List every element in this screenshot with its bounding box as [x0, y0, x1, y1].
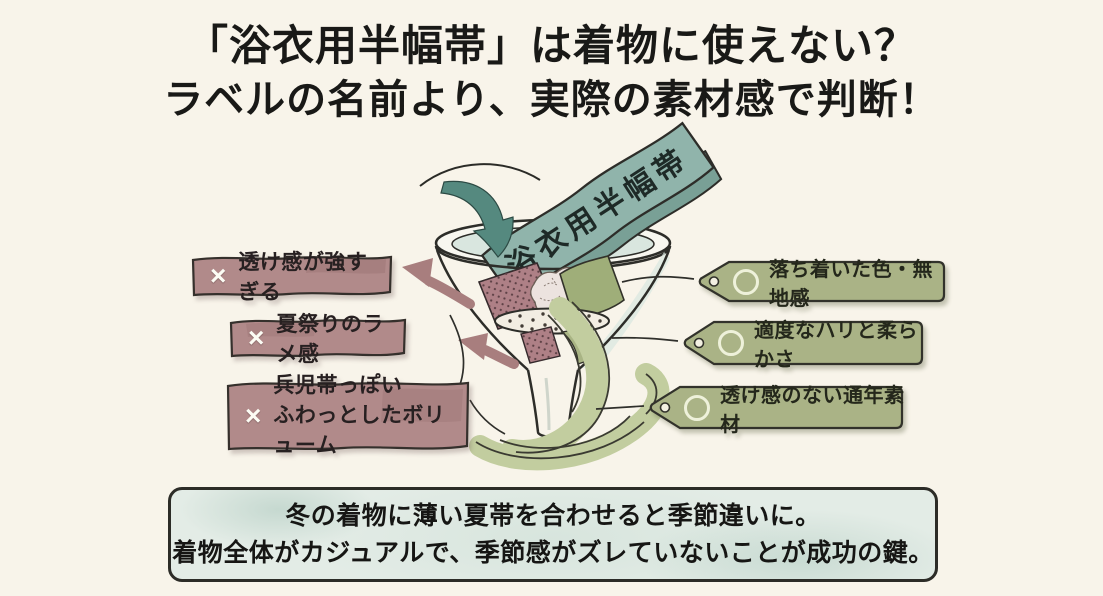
reject-label: 夏祭りのラメ感	[276, 313, 384, 366]
summary-line-1: 冬の着物に薄い夏帯を合わせると季節違いに。	[285, 501, 821, 530]
summary-line-2: 着物全体がカジュアルで、季節感がズレていないことが成功の鍵。	[172, 538, 934, 567]
accept-tag-2: 適度なハリと柔らかさ	[680, 319, 925, 371]
tag-hole-icon	[693, 337, 705, 349]
reject-ribbon-3: × 兵児帯っぽい ふわっとしたボリューム	[223, 374, 473, 457]
reject-label: 透け感が強すぎる	[238, 251, 368, 304]
reject-label-line2: ふわっとしたボリューム	[273, 404, 446, 457]
accept-label: 落ち着いた色・無地感	[769, 258, 933, 310]
ribbon-shape	[191, 255, 393, 297]
circle-icon	[733, 268, 759, 295]
ribbon-shape	[229, 318, 407, 358]
tag-shape	[698, 260, 946, 303]
accept-label: 透け感のない通年素材	[720, 384, 905, 436]
reject-ribbon-1: × 透け感が強すぎる	[188, 251, 396, 304]
input-arrow-icon	[419, 163, 541, 258]
circle-icon	[718, 330, 744, 356]
accept-tag-1: 落ち着いた色・無地感	[695, 259, 947, 310]
cross-icon: ×	[245, 400, 262, 431]
title-line-1: 「浴衣用半幅帯」は着物に使えない？	[185, 24, 917, 70]
summary-box: 冬の着物に薄い夏帯を合わせると季節違いに。 着物全体がカジュアルで、季節感がズレ…	[168, 487, 938, 582]
tag-hole-icon	[659, 402, 671, 413]
accept-tag-3: 透け感のない通年素材	[646, 384, 905, 436]
tag-hole-icon	[708, 276, 720, 287]
circle-icon	[684, 394, 710, 421]
title-line-2: ラベルの名前より、実際の素材感で判断！	[163, 77, 940, 122]
reject-ribbon-2: × 夏祭りのラメ感	[226, 313, 410, 366]
output-ribbon	[469, 297, 670, 471]
tag-shape	[649, 385, 904, 430]
ribbon-shape	[226, 381, 470, 451]
page-title: 「浴衣用半幅帯」は着物に使えない？ ラベルの名前より、実際の素材感で判断！	[0, 20, 1103, 126]
accept-label: 適度なハリと柔らかさ	[754, 320, 918, 371]
cross-icon: ×	[210, 260, 227, 291]
tag-strings	[595, 275, 695, 410]
cross-icon: ×	[248, 322, 265, 353]
reject-label-line1: 兵児帯っぽい	[273, 374, 403, 397]
tag-shape	[683, 320, 924, 366]
